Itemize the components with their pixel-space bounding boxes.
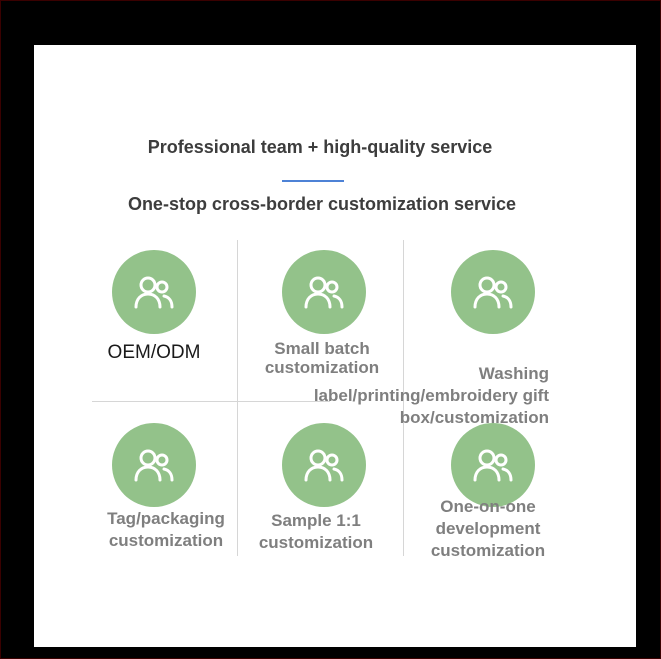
users-icon: [304, 276, 344, 309]
service-label-sample: Sample 1:1 customization: [258, 511, 374, 552]
service-label-development: One-on-one development customization: [430, 497, 546, 560]
users-icon: [473, 276, 513, 309]
section-subtitle: One-stop cross-border customization serv…: [127, 194, 517, 214]
service-icon-small-batch: [282, 250, 366, 334]
title-underline: [282, 180, 344, 182]
service-label-oem-odm: OEM/ODM: [107, 342, 201, 363]
users-icon: [473, 449, 513, 482]
service-icon-development: [451, 423, 535, 507]
grid-divider-vertical-1: [237, 240, 238, 556]
grid-divider-vertical-2: [403, 240, 404, 556]
service-label-tag-packaging: Tag/packaging customization: [107, 509, 225, 550]
service-card: Professional team + high-quality service…: [34, 45, 636, 647]
users-icon: [304, 449, 344, 482]
users-icon: [134, 276, 174, 309]
service-icon-oem-odm: [112, 250, 196, 334]
section-title: Professional team + high-quality service: [147, 137, 493, 157]
service-label-washing-label: Washing label/printing/embroidery gift b…: [313, 364, 549, 427]
grid-divider-horizontal: [92, 401, 330, 402]
service-icon-washing-label: [451, 250, 535, 334]
service-label-small-batch: Small batch customization: [264, 339, 380, 377]
users-icon: [134, 449, 174, 482]
service-icon-tag-packaging: [112, 423, 196, 507]
service-icon-sample: [282, 423, 366, 507]
